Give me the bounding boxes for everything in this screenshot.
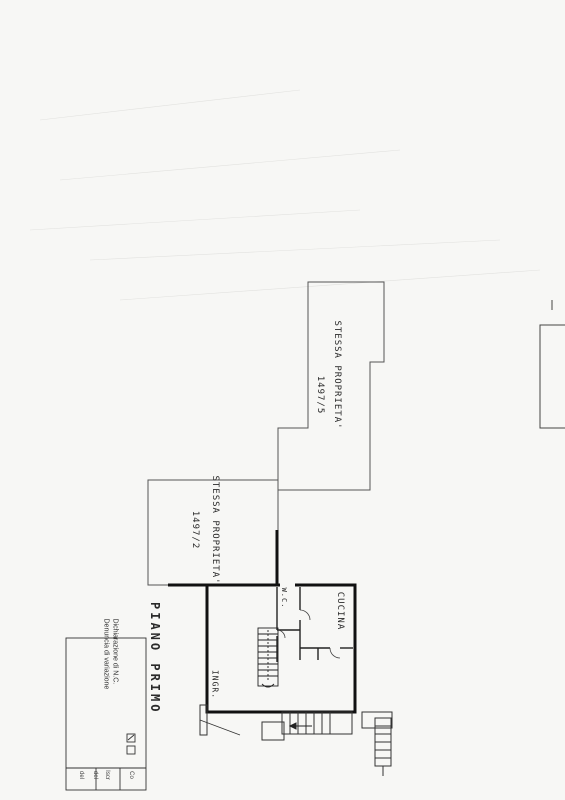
adjacent-block-edge: [539, 324, 565, 429]
entry-arrow-icon: [288, 722, 312, 730]
legend-checkboxes: [126, 733, 136, 755]
left-annex: [199, 704, 208, 736]
legend-col-b1: Iscr: [104, 770, 110, 780]
legend-col-b2: del: [92, 770, 98, 779]
apartment-outline: [205, 583, 357, 714]
door-swings: [276, 609, 341, 659]
entry-terrace: [261, 711, 353, 741]
label-code-1497-5: 1497/5: [315, 375, 325, 415]
label-code-1497-2: 1497/2: [190, 510, 200, 550]
legend-line-1: Dichiarazione di N.C.: [111, 618, 119, 685]
external-stair: [361, 711, 393, 776]
scan-noise: [29, 89, 541, 301]
label-wc: W.C.: [280, 587, 288, 609]
legend-col-b3: del: [78, 770, 84, 779]
label-stessa-proprieta-top: STESSA PROPRIETA': [332, 320, 342, 430]
floor-title: PIANO PRIMO: [148, 602, 162, 715]
area-stessa-proprieta-top: [277, 281, 385, 491]
legend-col-a: Co: [128, 771, 134, 779]
label-ingresso: INGR.: [210, 669, 220, 700]
staircase: [257, 627, 279, 688]
cadastral-legend: [65, 637, 147, 791]
label-stessa-proprieta-left: STESSA PROPRIETA': [210, 475, 220, 585]
legend-line-2: Denuncia di variazione: [102, 618, 110, 690]
label-cucina: CUCINA: [335, 591, 345, 631]
